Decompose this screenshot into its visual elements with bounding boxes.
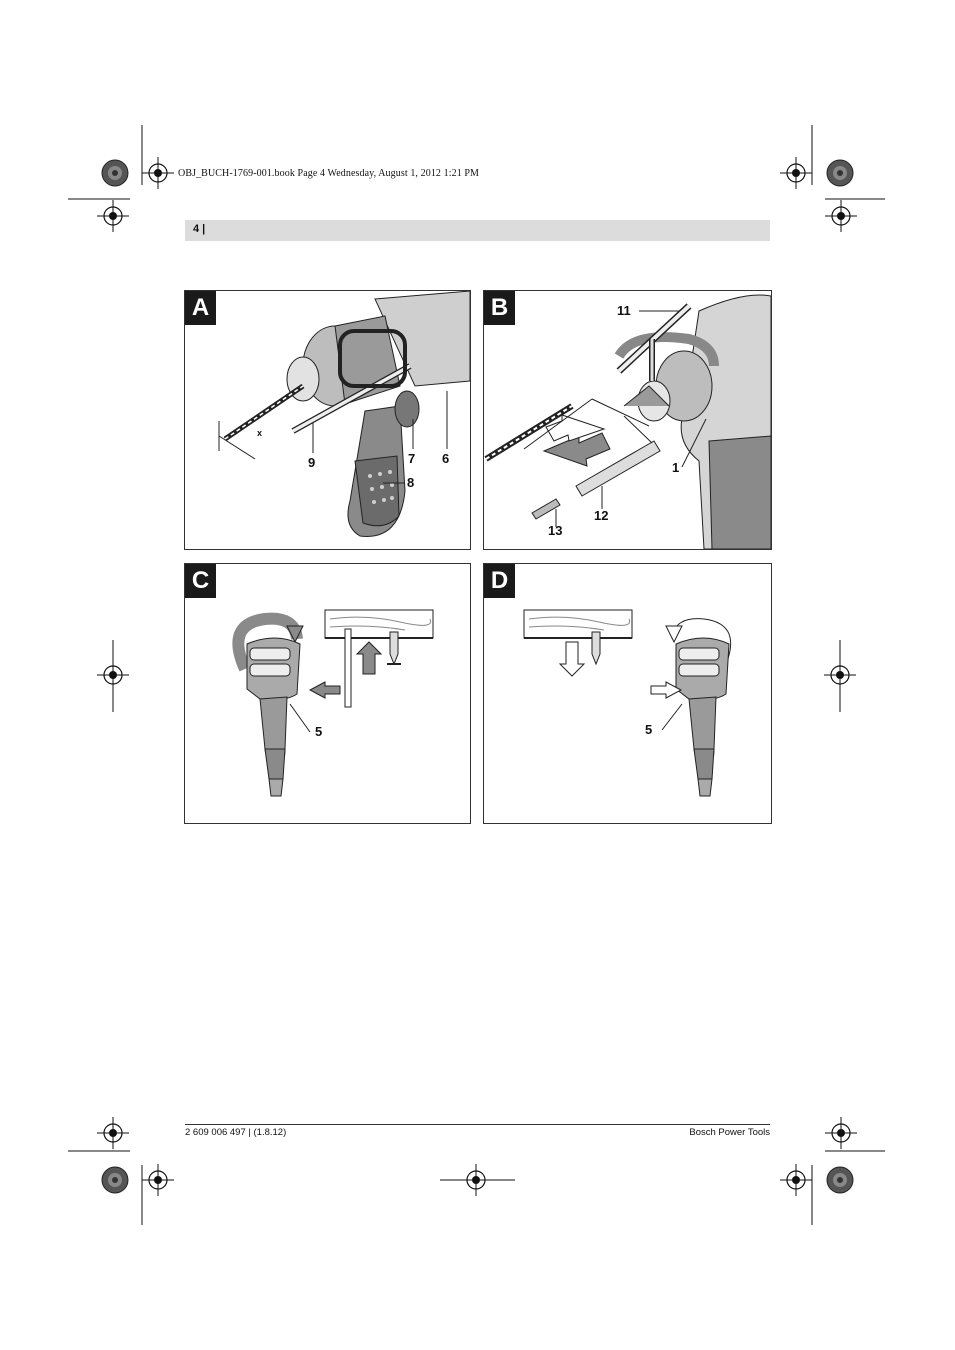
rotation-left-illustration bbox=[523, 609, 737, 797]
figure-a-panel: A x 9 7 6 8 bbox=[184, 290, 471, 550]
page-number: 4 | bbox=[193, 223, 206, 235]
drill-depth-stop-illustration bbox=[218, 291, 470, 537]
printer-slug-line: OBJ_BUCH-1769-001.book Page 4 Wednesday,… bbox=[178, 168, 480, 179]
rotation-right-illustration bbox=[232, 609, 434, 797]
footer-document-number: 2 609 006 497 | (1.8.12) bbox=[185, 1127, 287, 1138]
page-header-bar: 4 | bbox=[185, 220, 770, 241]
callout-8: 8 bbox=[407, 475, 415, 490]
callout-9: 9 bbox=[308, 455, 316, 470]
callout-5: 5 bbox=[645, 722, 653, 737]
figure-c-label: C bbox=[185, 564, 216, 598]
figure-b-panel: B 11 1 12 13 bbox=[483, 290, 772, 550]
footer-rule bbox=[185, 1124, 770, 1125]
callout-1: 1 bbox=[672, 460, 680, 475]
figure-d-label: D bbox=[484, 564, 515, 598]
callout-5: 5 bbox=[315, 724, 323, 739]
callout-dimension-x: x bbox=[257, 428, 263, 438]
figure-a-label: A bbox=[185, 291, 216, 325]
figure-c-panel: C 5 bbox=[184, 563, 471, 824]
chuck-key-bit-change-illustration bbox=[484, 294, 771, 549]
figure-d-panel: D 5 bbox=[483, 563, 772, 824]
callout-7: 7 bbox=[408, 451, 416, 466]
figure-b-label: B bbox=[484, 291, 515, 325]
callout-6: 6 bbox=[442, 451, 450, 466]
footer-brand: Bosch Power Tools bbox=[689, 1127, 770, 1138]
callout-13: 13 bbox=[548, 523, 563, 538]
callout-11: 11 bbox=[617, 303, 631, 318]
callout-12: 12 bbox=[594, 508, 609, 523]
